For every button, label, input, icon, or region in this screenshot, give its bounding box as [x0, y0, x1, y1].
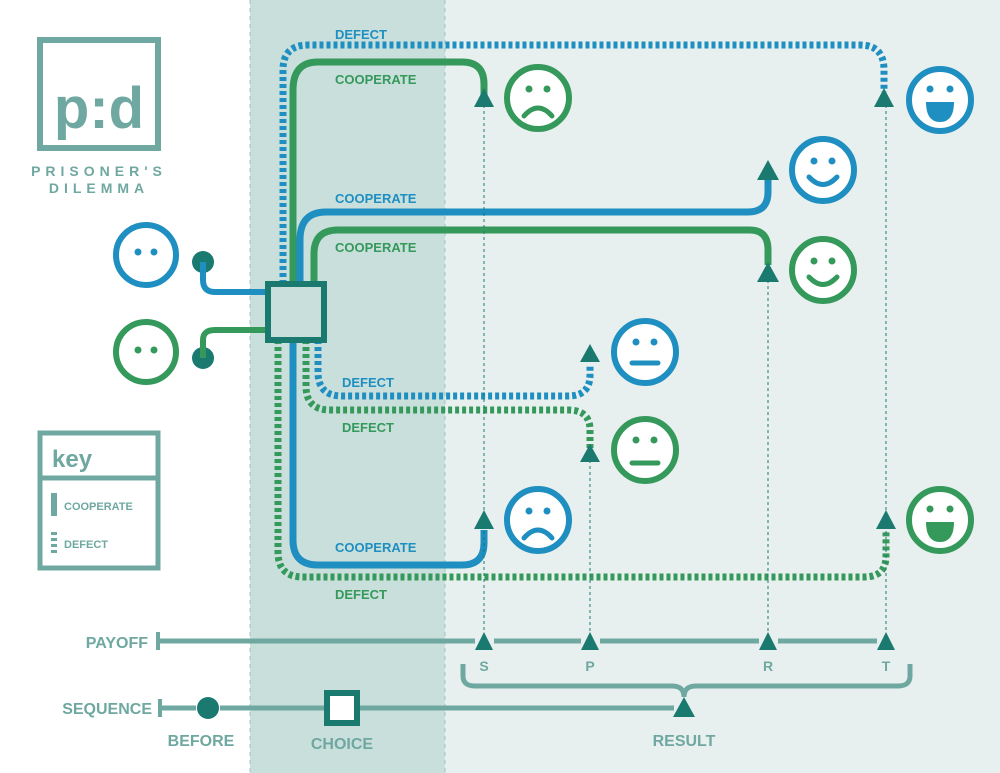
sequence-label: SEQUENCE — [62, 701, 152, 718]
path-mid-green-cooperate — [310, 226, 772, 284]
label-mid-green-cooperate: COOPERATE — [335, 240, 417, 255]
logo-line2: DILEMMA — [49, 180, 149, 196]
path-bottom-blue-cooperate — [289, 340, 488, 569]
payoff-tick-R-marker — [759, 632, 777, 650]
player-green-face — [113, 319, 179, 385]
sequence-result-node — [673, 697, 695, 717]
path-mid-green-defect — [302, 340, 594, 448]
path-mid-blue-defect — [314, 340, 594, 400]
key-defect-label: DEFECT — [64, 539, 108, 551]
outcome-sad-green-face — [504, 64, 572, 132]
payoff-tick-R: R — [763, 658, 773, 674]
label-mid-blue-defect: DEFECT — [342, 375, 394, 390]
label-top-green-cooperate: COOPERATE — [335, 72, 417, 87]
arrow-T-top — [874, 88, 894, 107]
logo-line1: PRISONER'S — [31, 163, 167, 179]
outcome-neutral-green-face — [611, 416, 679, 484]
sequence-before: BEFORE — [168, 733, 235, 750]
arrow-S-top — [474, 88, 494, 107]
outcome-smile-green-face — [789, 236, 857, 304]
arrow-R-green — [757, 262, 779, 282]
logo-mark: p:d — [54, 76, 144, 141]
key-cooperate-label: COOPERATE — [64, 501, 133, 513]
payoff-tick-T: T — [882, 658, 891, 674]
outcome-grin-blue-face — [906, 66, 974, 134]
path-top-blue-defect — [279, 41, 888, 284]
sequence-result: RESULT — [653, 733, 716, 750]
arrow-P-blue — [580, 344, 600, 362]
choice-box — [265, 281, 327, 343]
label-bottom-blue-cooperate: COOPERATE — [335, 540, 417, 555]
arrow-P-green — [580, 444, 600, 462]
arrow-R-blue — [757, 160, 779, 180]
outcome-smile-blue-face — [789, 136, 857, 204]
outcome-neutral-blue-face — [611, 318, 679, 386]
sequence-axis: SEQUENCE BEFORE CHOICE RESULT — [62, 690, 716, 753]
player-blue-face — [113, 222, 179, 288]
key-title: key — [52, 446, 93, 473]
sequence-before-node — [197, 697, 219, 719]
outcome-sad-blue-face — [504, 486, 572, 554]
payoff-tick-P: P — [585, 658, 594, 674]
key-frame — [37, 430, 161, 571]
payoff-tick-S: S — [479, 658, 488, 674]
path-top-green-cooperate — [289, 58, 488, 284]
logo-frame — [37, 37, 161, 151]
outcome-grin-green-face — [906, 486, 974, 554]
path-mid-blue-cooperate — [296, 178, 772, 284]
payoff-tick-P-marker — [581, 632, 599, 650]
label-mid-green-defect: DEFECT — [342, 420, 394, 435]
path-bottom-green-defect — [274, 340, 890, 581]
sequence-choice-node — [324, 690, 360, 726]
logo: p:d PRISONER'S DILEMMA — [31, 37, 167, 196]
payoff-tick-T-marker — [877, 632, 895, 650]
label-mid-blue-cooperate: COOPERATE — [335, 191, 417, 206]
payoff-label: PAYOFF — [86, 635, 148, 652]
label-bottom-green-defect: DEFECT — [335, 587, 387, 602]
payoff-tick-S-marker — [475, 632, 493, 650]
label-top-blue-defect: DEFECT — [335, 27, 387, 42]
sequence-choice: CHOICE — [311, 736, 374, 753]
payoff-axis: PAYOFF S P R T — [86, 632, 895, 674]
key-legend: key COOPERATE DEFECT — [37, 430, 161, 571]
